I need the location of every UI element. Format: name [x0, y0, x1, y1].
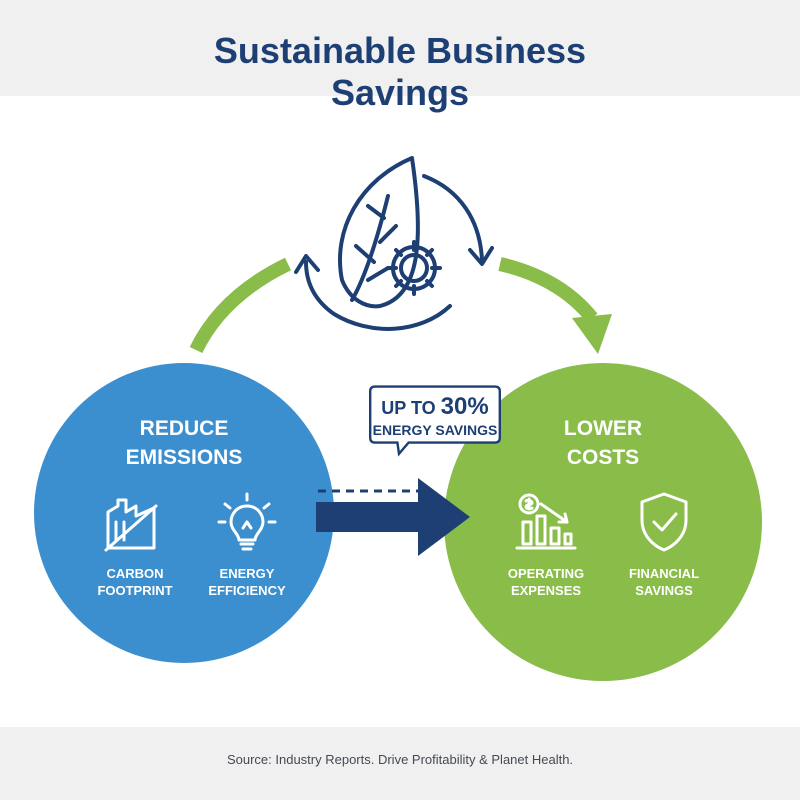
reduce-emissions-circle	[34, 363, 334, 663]
carbon-footprint-label: CARBON FOOTPRINT	[97, 566, 173, 598]
savings-callout-bubble	[369, 385, 501, 457]
flow-arrow-shaft	[316, 502, 420, 532]
leaf-gear-cycle-icon	[294, 156, 494, 331]
right-circle-title: LOWER COSTS	[563, 417, 643, 469]
footer-note: Source: Industry Reports. Drive Profitab…	[226, 752, 574, 767]
shield-check-icon	[640, 492, 688, 552]
financial-savings-label: FINANCIAL SAVINGS	[628, 566, 700, 598]
factory-strike-icon	[104, 498, 158, 552]
cycle-arrow-right	[498, 257, 598, 323]
operating-expenses-label: OPERATING EXPENSES	[507, 566, 585, 598]
callout-label: ENERGY SAVINGS	[372, 422, 498, 438]
declining-bar-chart-icon	[515, 493, 577, 550]
cycle-arrow-left	[189, 257, 292, 354]
header-band	[0, 0, 800, 96]
callout-value: 30%	[440, 393, 489, 420]
lightbulb-icon	[217, 492, 277, 551]
energy-efficiency-label: ENERGY EFFICIENCY	[208, 566, 286, 598]
left-circle-title: REDUCE EMISSIONS	[125, 417, 243, 469]
page-title: Sustainable Business Savings	[213, 30, 587, 113]
footer-band	[0, 727, 800, 800]
savings-callout: UP TO 30% ENERGY SAVINGS	[352, 395, 518, 440]
flow-arrow-head	[418, 478, 470, 556]
callout-prefix: UP TO	[381, 398, 436, 418]
cycle-arrow-right-head	[572, 314, 612, 354]
